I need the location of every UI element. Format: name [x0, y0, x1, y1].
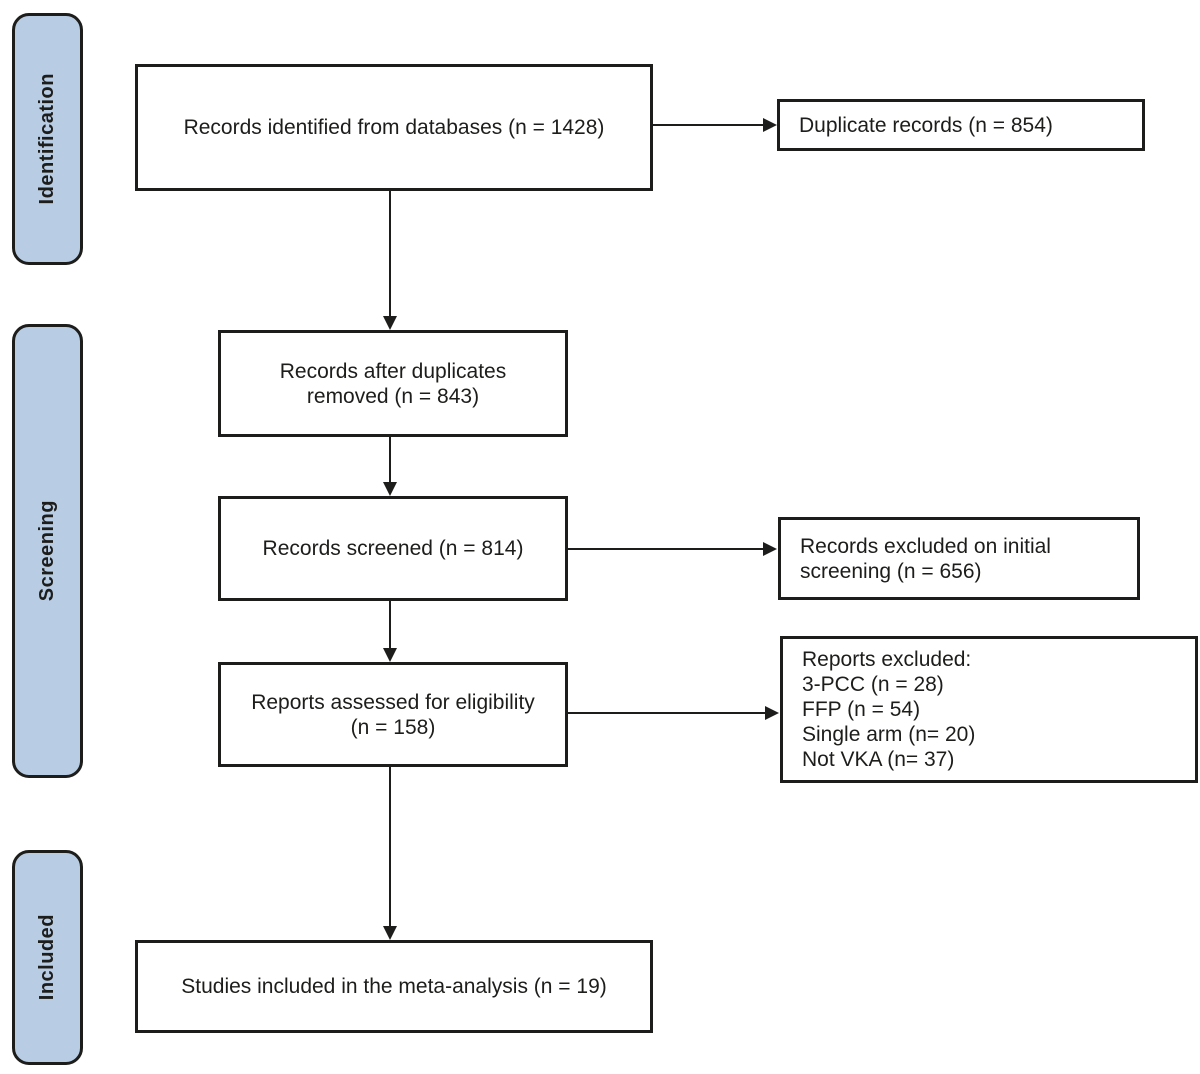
box-reports-excluded-text: Reports excluded: 3-PCC (n = 28) FFP (n …: [802, 648, 976, 771]
arrow-assessed-to-included: [383, 767, 397, 940]
box-records-identified: Records identified from databases (n = 1…: [135, 64, 653, 191]
arrow-screened-to-excluded: [568, 542, 777, 556]
stage-band-screening: Screening: [12, 324, 83, 778]
box-studies-included-text: Studies included in the meta-analysis (n…: [181, 975, 607, 998]
box-records-screened: Records screened (n = 814): [218, 496, 568, 601]
box-reports-assessed-text: Reports assessed for eligibility (n = 15…: [251, 690, 535, 739]
box-records-excluded-screening-text: Records excluded on initial screening (n…: [800, 534, 1051, 583]
box-records-excluded-screening: Records excluded on initial screening (n…: [778, 517, 1140, 600]
box-records-screened-text: Records screened (n = 814): [262, 537, 524, 560]
box-duplicate-records: Duplicate records (n = 854): [777, 99, 1145, 151]
arrow-identified-to-duplicates: [653, 118, 777, 132]
box-records-after-duplicates-text: Records after duplicates removed (n = 84…: [279, 359, 507, 408]
stage-label-included: Included: [36, 914, 58, 1001]
stage-label-identification: Identification: [36, 73, 58, 205]
arrow-screened-to-assessed: [383, 601, 397, 662]
stage-band-included: Included: [12, 850, 83, 1065]
stage-band-identification: Identification: [12, 13, 83, 265]
arrow-assessed-to-reports-excluded: [568, 706, 779, 720]
stage-label-screening: Screening: [36, 500, 58, 602]
box-reports-assessed: Reports assessed for eligibility (n = 15…: [218, 662, 568, 767]
box-records-after-duplicates: Records after duplicates removed (n = 84…: [218, 330, 568, 437]
arrow-identified-to-after-duplicates: [383, 191, 397, 330]
arrow-after-duplicates-to-screened: [383, 435, 397, 496]
box-records-identified-text: Records identified from databases (n = 1…: [183, 116, 605, 139]
box-reports-excluded: Reports excluded: 3-PCC (n = 28) FFP (n …: [780, 636, 1198, 783]
box-studies-included: Studies included in the meta-analysis (n…: [135, 940, 653, 1033]
box-duplicate-records-text: Duplicate records (n = 854): [799, 113, 1053, 137]
